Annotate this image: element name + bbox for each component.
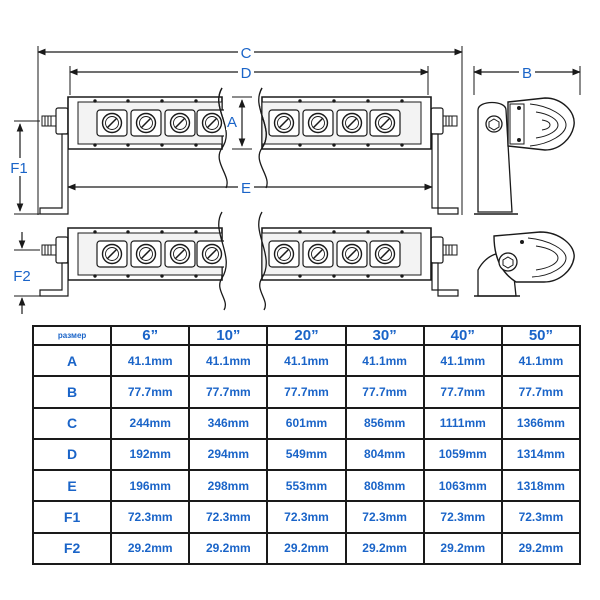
table-cell: 1366mm [500,406,582,440]
table-cell: 41.1mm [266,343,347,378]
table-cell: 294mm [188,437,269,472]
table-corner-label: размер [31,325,113,346]
table-cell: 72.3mm [500,500,582,534]
table-cell: 77.7mm [500,375,582,409]
table-cell: 549mm [266,437,347,472]
dimension-e: E [67,178,433,197]
column-header: 40” [422,325,503,346]
table-cell: 192mm [110,437,191,472]
dimension-drawing: C D [8,43,581,314]
table-cell: 29.2mm [110,531,191,566]
row-label: F2 [31,531,113,566]
table-cell: 29.2mm [500,531,582,566]
table-cell: 29.2mm [422,531,503,566]
table-cell: 346mm [188,406,269,440]
label-f1: F1 [10,160,28,177]
table-cell: 72.3mm [422,500,503,534]
table-cell: 553mm [266,469,347,503]
break-lines-upper [218,87,268,189]
table-cell: 298mm [188,469,269,503]
light-bar-front-view [39,96,459,215]
table-cell: 72.3mm [188,500,269,534]
table-cell: 601mm [266,406,347,440]
label-f2: F2 [13,268,31,285]
table-cell: 41.1mm [500,343,582,378]
table-cell: 41.1mm [188,343,269,378]
table-cell: 1111mm [422,406,503,440]
dimension-c: C [37,43,463,215]
table-cell: 1318mm [500,469,582,503]
light-bar-front-view-low [39,227,459,297]
table-cell: 29.2mm [344,531,425,566]
side-view-tilted [474,231,575,297]
table-cell: 77.7mm [110,375,191,409]
table-cell: 29.2mm [266,531,347,566]
column-header: 10” [188,325,269,346]
table-cell: 29.2mm [188,531,269,566]
label-b: B [522,65,532,82]
row-label: C [31,406,113,440]
dimension-f1: F1 [8,120,40,215]
column-header: 50” [500,325,582,346]
table-cell: 196mm [110,469,191,503]
table-cell: 856mm [344,406,425,440]
label-e: E [241,180,251,197]
row-label: F1 [31,500,113,534]
table-cell: 1063mm [422,469,503,503]
table-cell: 72.3mm [266,500,347,534]
table-cell: 41.1mm [110,343,191,378]
row-label: A [31,343,113,378]
label-d: D [241,65,252,82]
label-a: A [227,114,237,131]
table-cell: 41.1mm [422,343,503,378]
table-cell: 808mm [344,469,425,503]
column-header: 6” [110,325,191,346]
row-label: D [31,437,113,472]
label-c: C [241,45,252,62]
row-label: B [31,375,113,409]
table-header-row: размер 6” 10” 20” 30” 40” 50” [31,325,582,346]
table-cell: 77.7mm [344,375,425,409]
dimension-d: D [69,63,429,95]
table-cell: 244mm [110,406,191,440]
table-cell: 72.3mm [344,500,425,534]
table-cell: 77.7mm [266,375,347,409]
column-header: 30” [344,325,425,346]
column-header: 20” [266,325,347,346]
dimension-f2: F2 [8,232,40,314]
table-cell: 1314mm [500,437,582,472]
side-view-upright: B [473,63,581,215]
table-cell: 77.7mm [188,375,269,409]
table-cell: 77.7mm [422,375,503,409]
table-cell: 72.3mm [110,500,191,534]
table-cell: 41.1mm [344,343,425,378]
row-label: E [31,469,113,503]
table-cell: 1059mm [422,437,503,472]
dimension-a: A [226,96,252,150]
break-lines-lower [218,211,267,311]
table-cell: 804mm [344,437,425,472]
